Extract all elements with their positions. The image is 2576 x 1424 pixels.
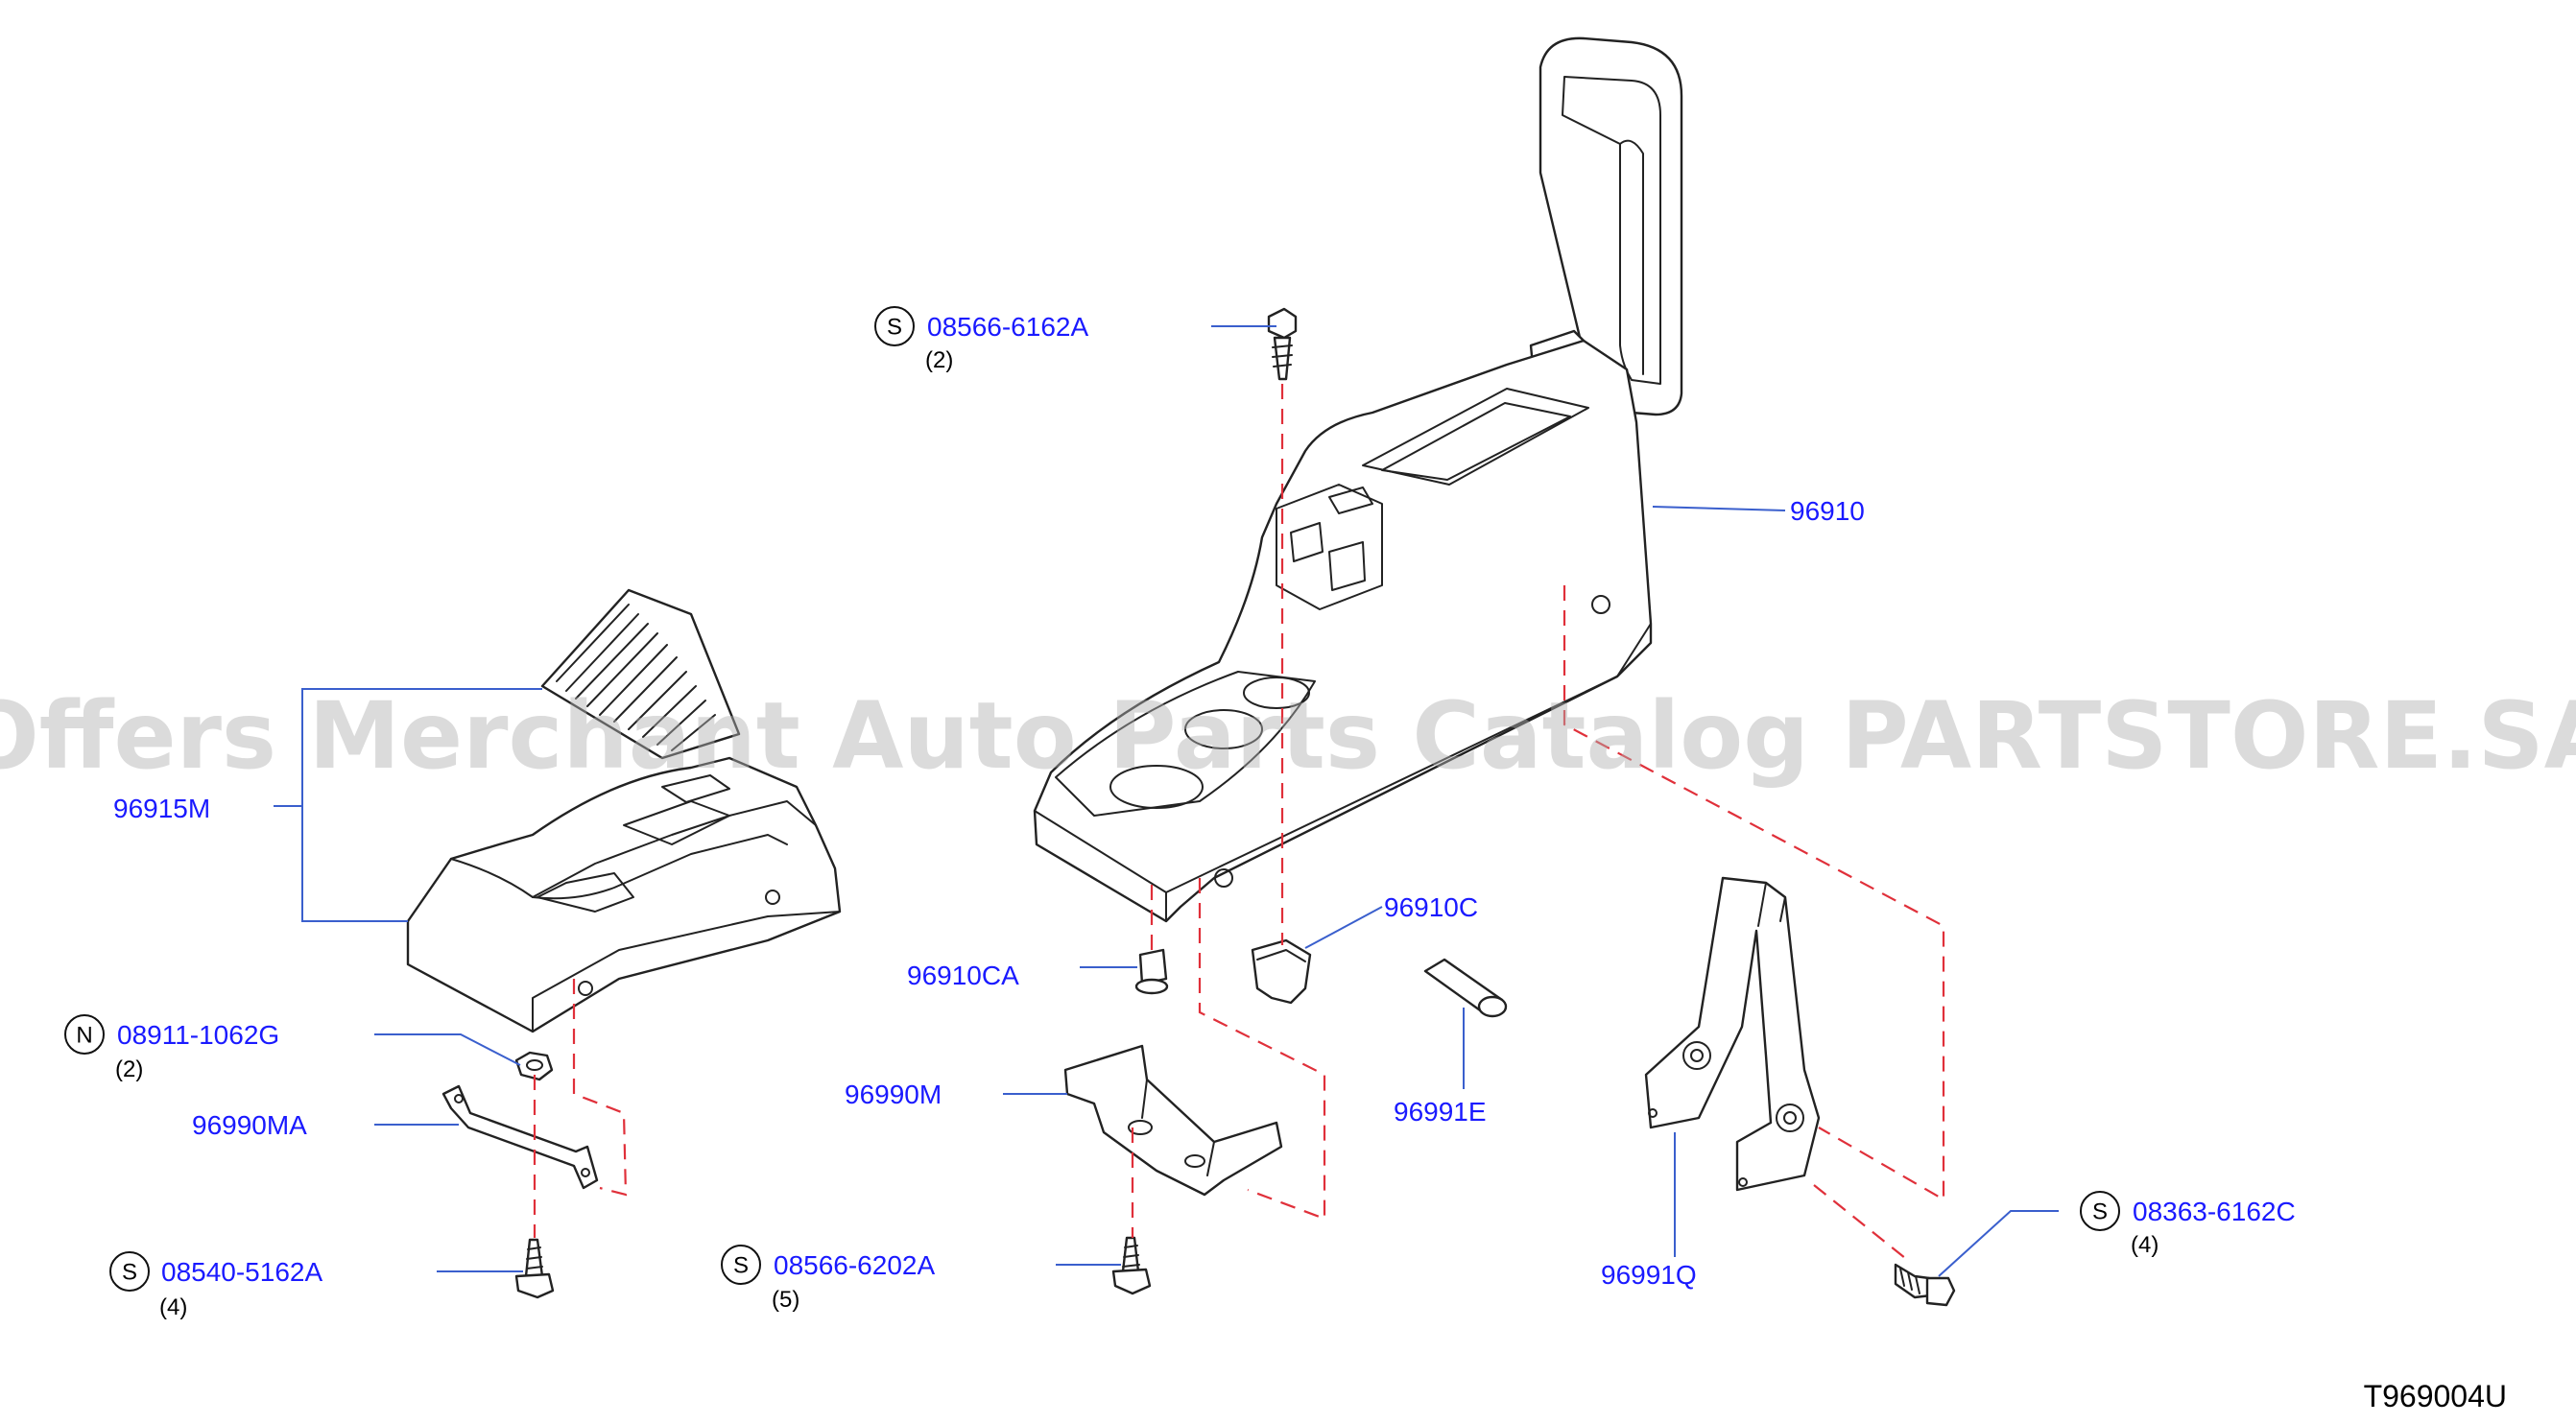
bracket-96990m-drawing[interactable] xyxy=(1063,1044,1283,1197)
fastener-qty: (4) xyxy=(2131,1232,2159,1258)
fastener-number: 08540-5162A xyxy=(161,1257,322,1287)
fastener-qty: (2) xyxy=(115,1056,143,1082)
watermark: Offers Merchant Auto Parts Catalog PARTS… xyxy=(0,682,2576,790)
assembly-lines xyxy=(533,384,1945,1263)
center-console-drawing[interactable] xyxy=(1033,36,1683,923)
bracket-96991q-drawing[interactable] xyxy=(1644,876,1821,1192)
prefix-badge: S xyxy=(122,1260,137,1286)
screw-bottom-left-drawing[interactable] xyxy=(514,1238,555,1299)
callout-fastener-4[interactable]: S 08566-6202A (5) xyxy=(721,1245,935,1313)
spacer-96991e-drawing[interactable] xyxy=(1423,958,1508,1018)
label-96991q[interactable]: 96991Q xyxy=(1601,1260,1697,1290)
label-96991e[interactable]: 96991E xyxy=(1394,1097,1487,1127)
bolt-drawing[interactable] xyxy=(1894,1263,1956,1307)
fastener-qty: (4) xyxy=(159,1294,187,1320)
screw-top-drawing[interactable] xyxy=(1267,307,1298,381)
bracket-96990ma-drawing[interactable] xyxy=(441,1084,599,1190)
leader-lines xyxy=(374,325,2059,1277)
nut-drawing[interactable] xyxy=(514,1051,554,1081)
prefix-badge: S xyxy=(2092,1199,2108,1225)
group-bracket-96915m xyxy=(274,688,542,922)
callout-fastener-1[interactable]: S 08566-6162A (2) xyxy=(874,306,1088,373)
diagram-code: T969004U xyxy=(2364,1379,2507,1413)
fastener-qty: (5) xyxy=(772,1287,799,1313)
callout-fastener-5[interactable]: S 08363-6162C (4) xyxy=(2080,1191,2296,1258)
fastener-number: 08363-6162C xyxy=(2133,1197,2296,1226)
callout-fastener-3[interactable]: S 08540-5162A (4) xyxy=(109,1251,322,1320)
label-96910[interactable]: 96910 xyxy=(1790,496,1865,526)
fastener-number: 08566-6162A xyxy=(927,312,1088,342)
pin-96910ca-drawing[interactable] xyxy=(1134,948,1169,995)
fastener-number: 08566-6202A xyxy=(774,1250,935,1280)
label-96915m[interactable]: 96915M xyxy=(113,794,210,823)
label-96990m[interactable]: 96990M xyxy=(845,1080,942,1109)
label-96910c[interactable]: 96910C xyxy=(1384,892,1478,922)
prefix-badge: N xyxy=(76,1023,92,1049)
prefix-badge: S xyxy=(887,315,902,341)
fastener-number: 08911-1062G xyxy=(117,1020,279,1050)
label-96910ca[interactable]: 96910CA xyxy=(907,961,1019,990)
fastener-qty: (2) xyxy=(925,347,953,373)
label-96990ma[interactable]: 96990MA xyxy=(192,1110,307,1140)
callout-fastener-2[interactable]: N 08911-1062G (2) xyxy=(64,1014,279,1082)
clip-96910c-drawing[interactable] xyxy=(1251,938,1312,1005)
front-console-drawing[interactable] xyxy=(406,588,842,1033)
prefix-badge: S xyxy=(733,1253,749,1279)
